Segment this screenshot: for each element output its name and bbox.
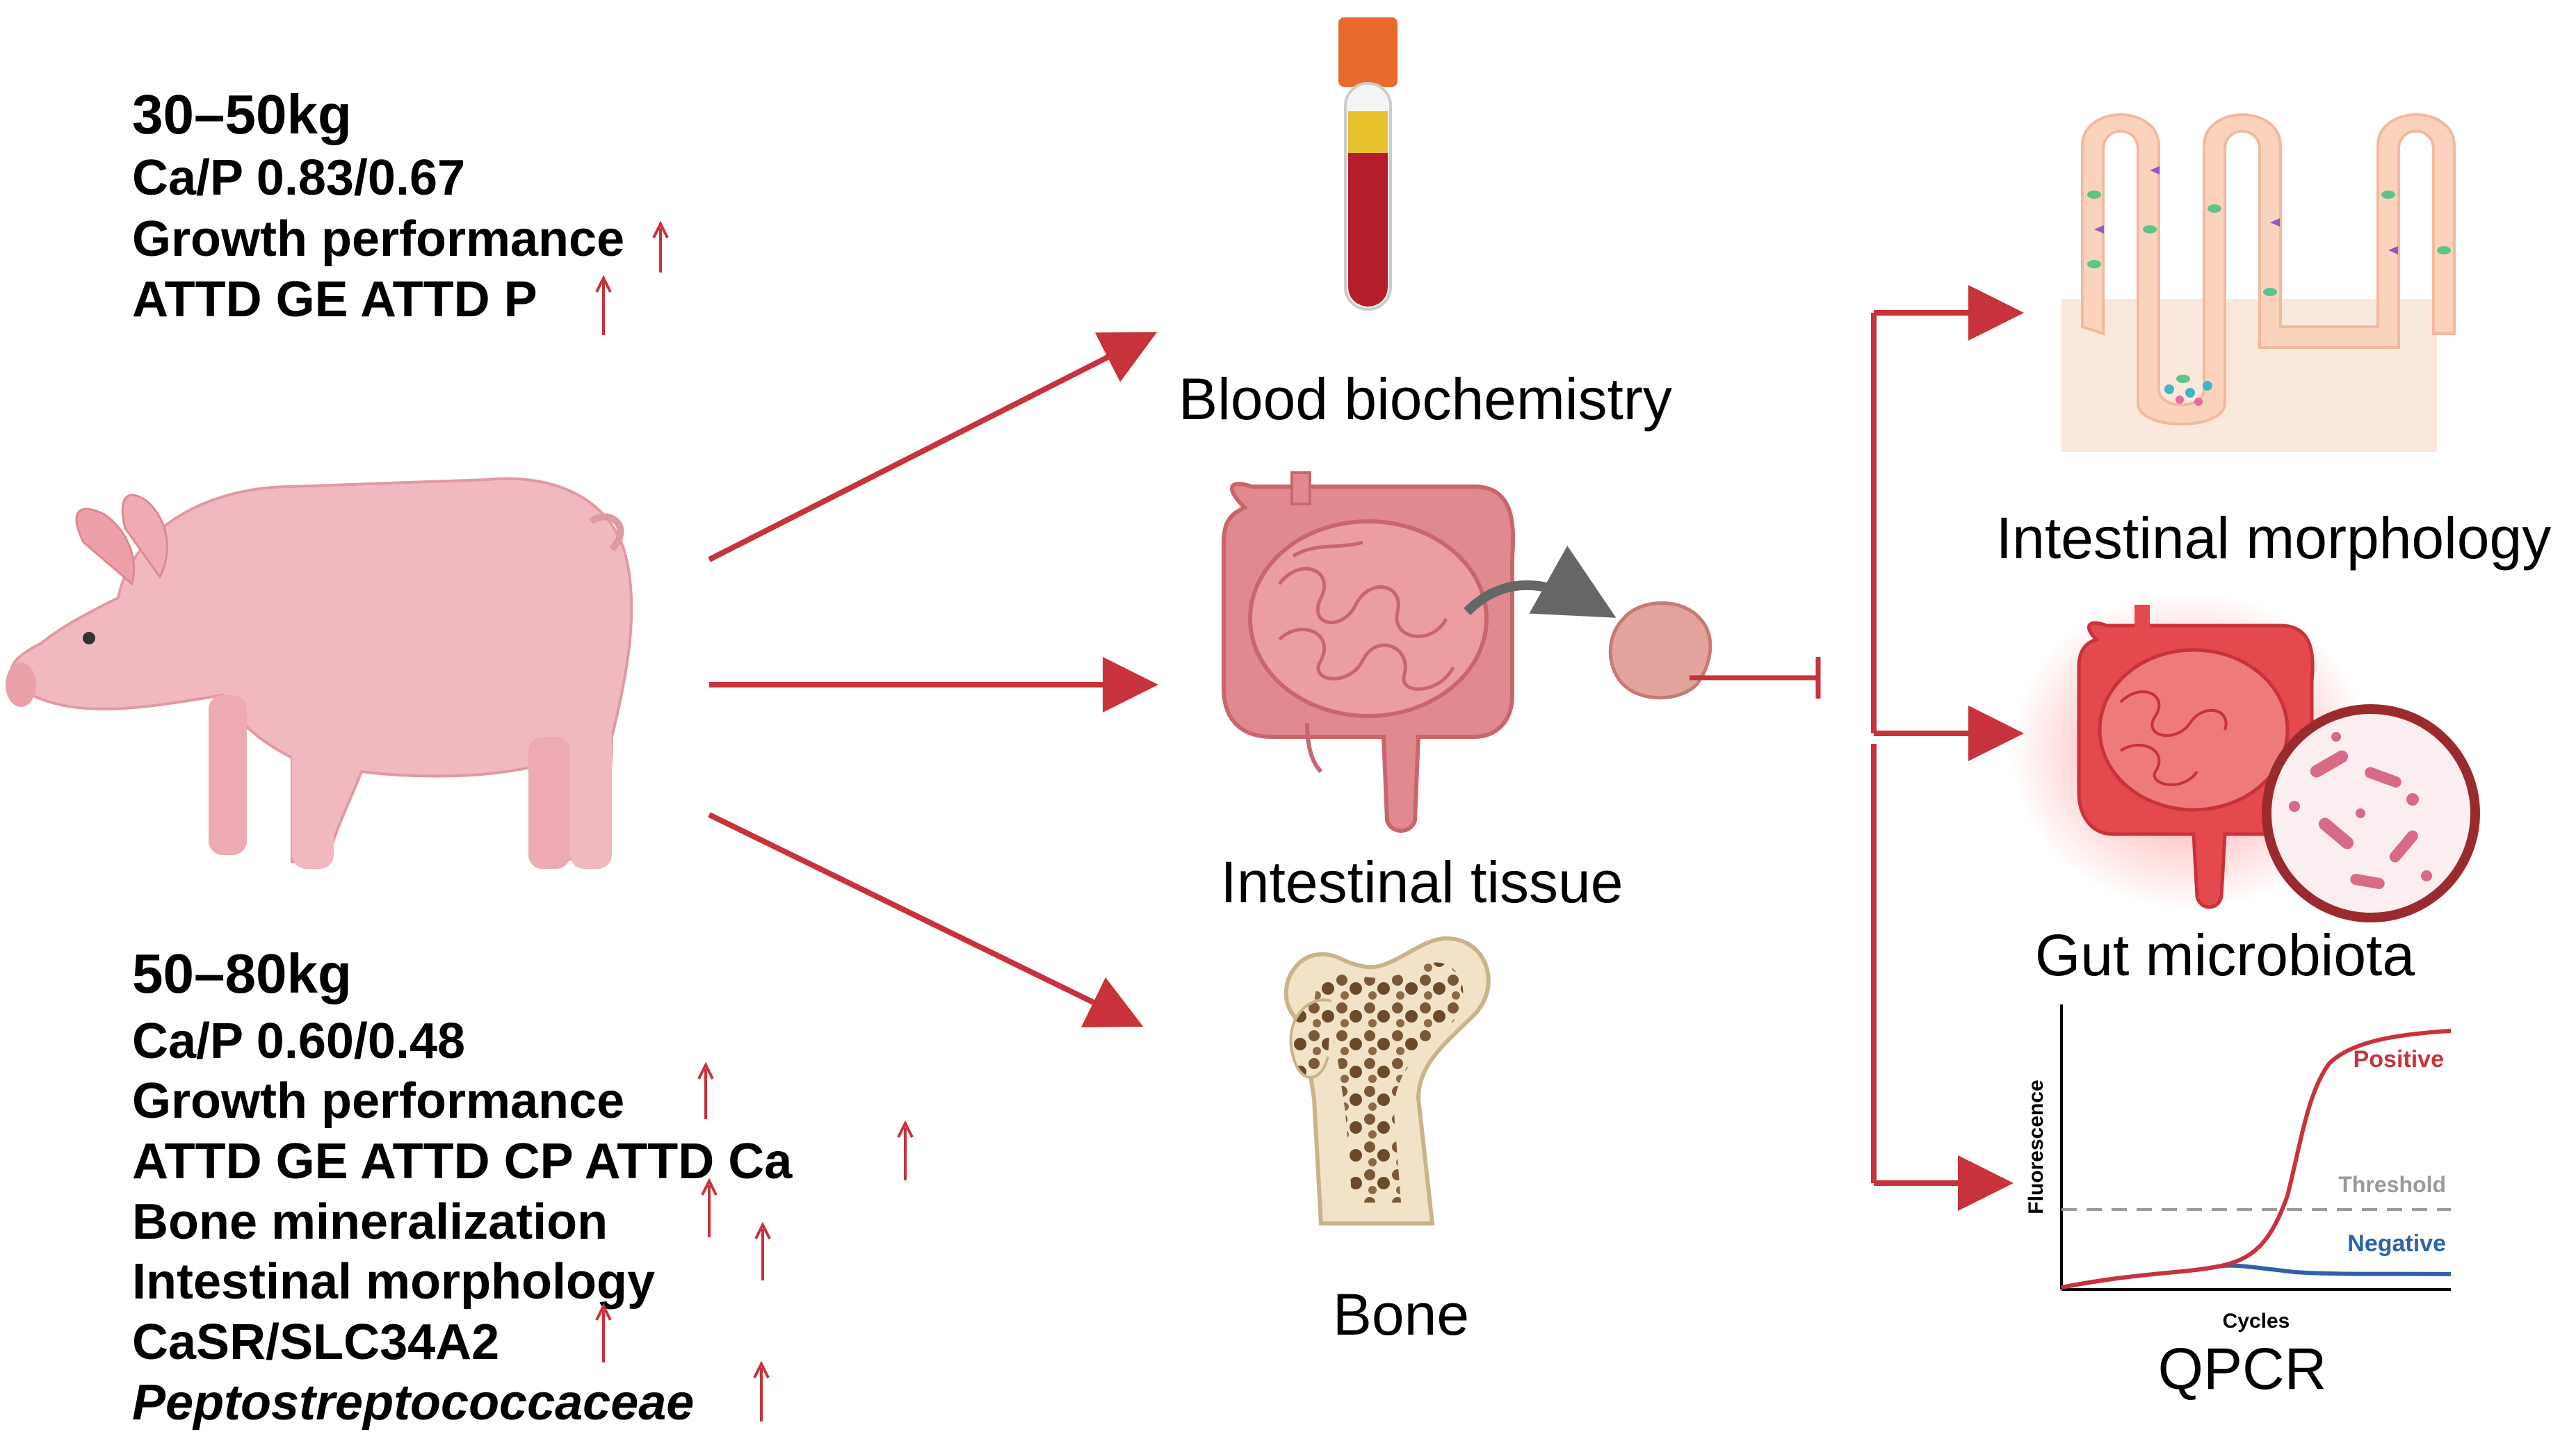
phase1-weight: 30–50kg bbox=[132, 83, 352, 145]
phase1-block: 30–50kg Ca/P 0.83/0.67 Growth performanc… bbox=[132, 83, 669, 335]
blood-biochemistry-label: Blood biochemistry bbox=[1178, 366, 1672, 432]
phase2-block: 50–80kg Ca/P 0.60/0.48 Growth performanc… bbox=[132, 943, 914, 1431]
blood-tube-icon bbox=[1338, 17, 1398, 311]
qpcr-negative-label: Negative bbox=[2347, 1230, 2446, 1257]
bone-icon bbox=[1283, 936, 1491, 1226]
phase1-growth-performance: Growth performance bbox=[132, 211, 624, 267]
phase2-growth-performance: Growth performance bbox=[132, 1073, 624, 1129]
phase2-ca-p-ratio: Ca/P 0.60/0.48 bbox=[132, 1013, 465, 1069]
qpcr-threshold-label: Threshold bbox=[2338, 1172, 2446, 1197]
qpcr-chart-icon: Positive Threshold Negative Cycles Fluor… bbox=[2025, 1004, 2452, 1333]
pig-icon bbox=[6, 477, 633, 869]
microbiota-icon bbox=[2009, 591, 2480, 922]
up-arrow-icon bbox=[595, 220, 669, 335]
intestine-to-tissue-arrow bbox=[1464, 546, 1617, 618]
tissue-inhibition-arrow bbox=[1690, 657, 1821, 699]
qpcr-label: QPCR bbox=[2158, 1336, 2327, 1401]
bone-label: Bone bbox=[1333, 1282, 1469, 1347]
up-arrow-icon bbox=[595, 1061, 914, 1422]
pig-to-center-arrows bbox=[708, 332, 1158, 1027]
intestinal-morphology-label: Intestinal morphology bbox=[1996, 505, 2551, 571]
phase2-casr-slc34a2: CaSR/SLC34A2 bbox=[132, 1314, 499, 1370]
tissue-to-outputs-arrows bbox=[1871, 285, 2024, 1211]
phase2-weight: 50–80kg bbox=[132, 943, 352, 1004]
phase2-attd: ATTD GE ATTD CP ATTD Ca bbox=[132, 1134, 793, 1189]
tissue-sample-icon bbox=[1608, 601, 1712, 700]
intestinal-tissue-label: Intestinal tissue bbox=[1221, 849, 1623, 915]
phase1-ca-p-ratio: Ca/P 0.83/0.67 bbox=[132, 150, 465, 206]
qpcr-y-label: Fluorescence bbox=[2025, 1080, 2048, 1214]
phase2-bone-mineralization: Bone mineralization bbox=[132, 1194, 608, 1250]
villi-icon bbox=[2061, 113, 2456, 452]
qpcr-positive-label: Positive bbox=[2354, 1046, 2444, 1073]
phase2-intestinal-morphology: Intestinal morphology bbox=[132, 1254, 655, 1310]
phase2-peptostreptococcaceae: Peptostreptococcaceae bbox=[132, 1375, 694, 1431]
intestine-icon bbox=[1222, 471, 1516, 833]
phase1-attd: ATTD GE ATTD P bbox=[132, 272, 537, 327]
gut-microbiota-label: Gut microbiota bbox=[2035, 922, 2415, 988]
qpcr-x-label: Cycles bbox=[2223, 1310, 2290, 1333]
qpcr-positive-curve bbox=[2061, 1029, 2452, 1289]
